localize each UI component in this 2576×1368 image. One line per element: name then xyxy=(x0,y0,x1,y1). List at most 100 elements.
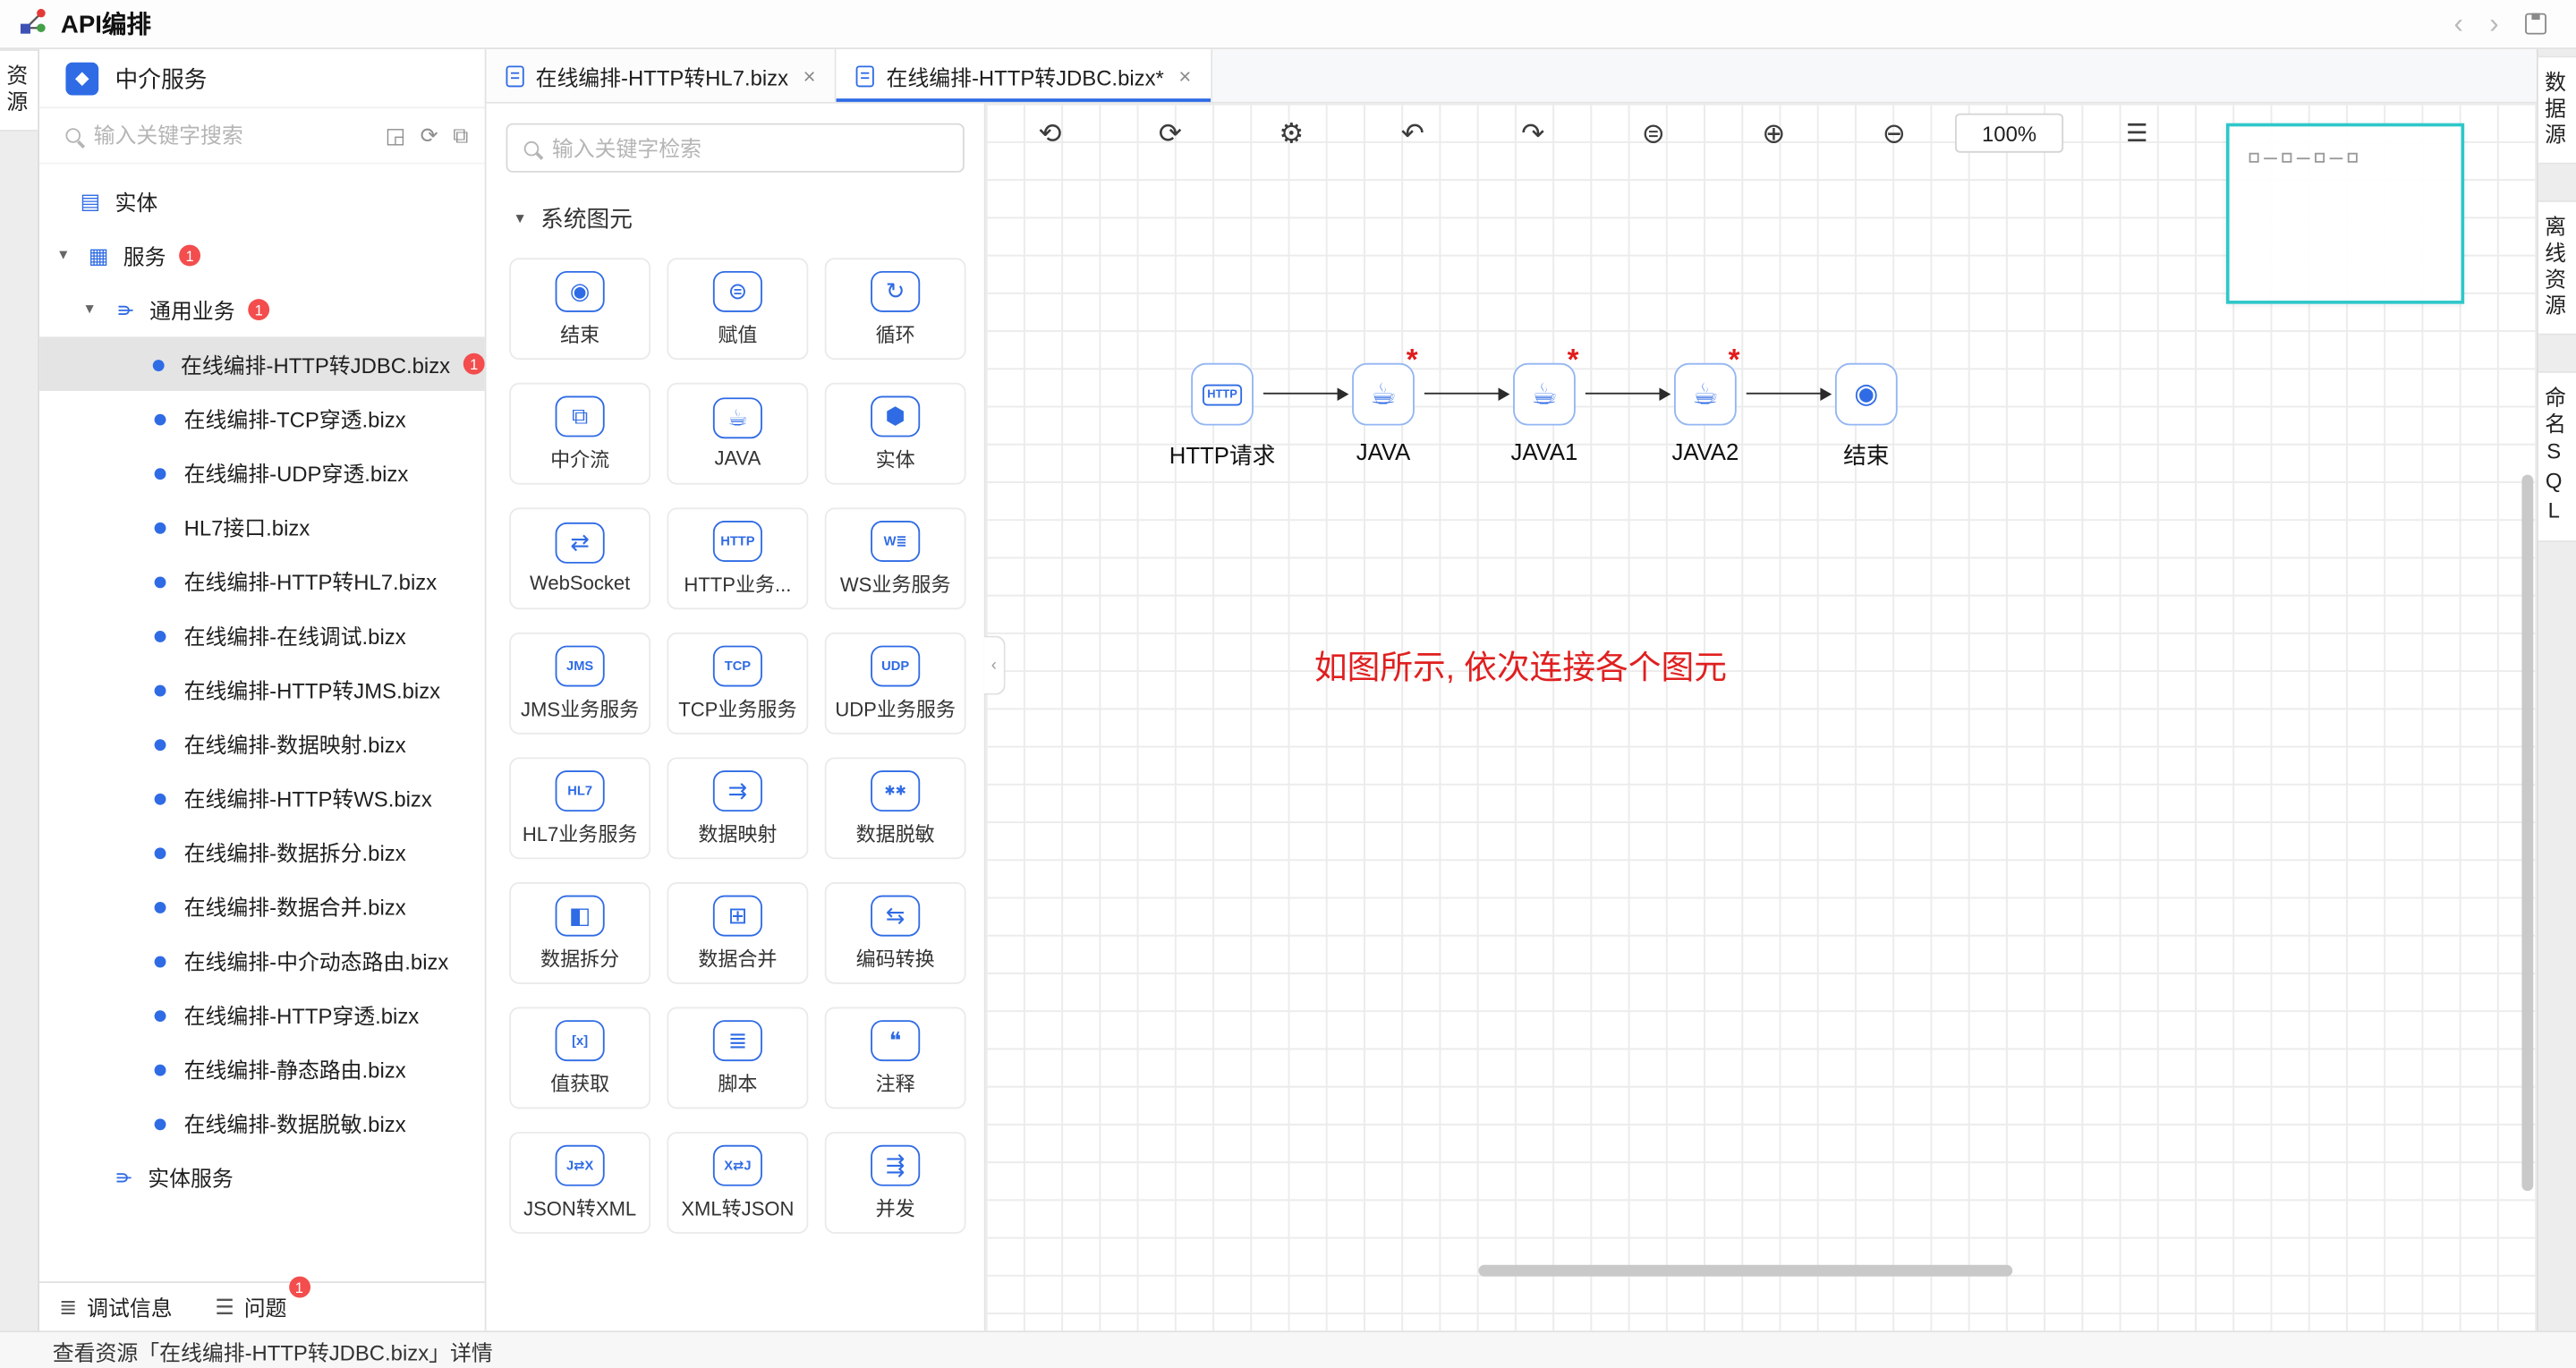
locate-file-icon[interactable]: ◲ xyxy=(386,123,406,149)
tree-item[interactable]: 在线编排-静态路由.bizx xyxy=(39,1041,485,1096)
flow-node-icon: ◉ xyxy=(1854,378,1878,411)
palette-section-header[interactable]: ▾ 系统图元 xyxy=(506,195,965,258)
flow-node[interactable]: ☕ * JAVA2 xyxy=(1674,363,1737,426)
auto-format-icon[interactable]: ⊜ xyxy=(1642,119,1665,147)
tree-item-label: 在线编排-数据映射.bizx xyxy=(184,727,406,759)
flow-diagram: HTTP HTTP请求 ☕ * xyxy=(1191,363,1996,426)
status-text: 查看资源「在线编排-HTTP转JDBC.bizx」详情 xyxy=(53,1335,493,1366)
sidebar-search-input[interactable] xyxy=(94,123,372,149)
refresh-icon[interactable]: ⟳ xyxy=(421,123,438,149)
rail-tab-offline-resources[interactable]: 离线资源 xyxy=(2538,200,2576,336)
tree-item[interactable]: 在线编排-HTTP转WS.bizx xyxy=(39,770,485,825)
tree-item[interactable]: 在线编排-数据合并.bizx xyxy=(39,879,485,933)
palette-item[interactable]: ◧ 数据拆分 xyxy=(509,882,650,984)
tree-item[interactable]: 在线编排-数据拆分.bizx xyxy=(39,825,485,879)
palette-item[interactable]: J⇄X JSON转XML xyxy=(509,1132,650,1234)
flow-node-box: ◉ xyxy=(1835,363,1898,426)
palette-item-label: TCP业务服务 xyxy=(678,694,796,722)
palette-item-label: JMS业务服务 xyxy=(521,694,639,722)
palette-item[interactable]: W≣ WS业务服务 xyxy=(825,507,966,609)
minimap-node xyxy=(2282,153,2291,163)
palette-search-input[interactable] xyxy=(552,135,947,160)
palette-item[interactable]: ⇄ WebSocket xyxy=(509,507,650,609)
debug-info-tab[interactable]: ≣ 调试信息 xyxy=(59,1291,173,1322)
flow-node[interactable]: ☕ * JAVA1 xyxy=(1513,363,1576,426)
tree-expand-icon[interactable]: ▾ xyxy=(53,246,74,264)
palette-item[interactable]: ⊞ 数据合并 xyxy=(667,882,808,984)
palette-item[interactable]: ⧉ 中介流 xyxy=(509,383,650,485)
palette-item[interactable]: ✱✱ 数据脱敏 xyxy=(825,757,966,859)
flow-node[interactable]: ☕ * JAVA xyxy=(1352,363,1415,426)
minimap-node xyxy=(2315,153,2325,163)
tree-item[interactable]: 在线编排-在线调试.bizx xyxy=(39,608,485,662)
palette-item[interactable]: ⇆ 编码转换 xyxy=(825,882,966,984)
palette-item[interactable]: ☕ JAVA xyxy=(667,383,808,485)
nav-forward-icon[interactable]: › xyxy=(2489,10,2498,38)
flow-node[interactable]: HTTP HTTP请求 xyxy=(1191,363,1254,426)
vertical-scrollbar[interactable] xyxy=(2521,475,2533,1192)
editor-tab[interactable]: 在线编排-HTTP转JDBC.bizx* × xyxy=(837,49,1212,102)
palette-item[interactable]: HTTP HTTP业务... xyxy=(667,507,808,609)
rail-tab-resources[interactable]: 资源 xyxy=(0,49,38,132)
palette-item-label: 数据脱敏 xyxy=(856,819,935,846)
tree-item[interactable]: 实体服务 xyxy=(39,1150,485,1204)
flow-canvas[interactable]: ⟲ ⟳ ⚙ ↶ ↷ ⊜ ⊕ ⊖ 100% ☰ xyxy=(986,104,2537,1331)
palette-search xyxy=(506,123,965,173)
run-flow-icon[interactable]: ⟳ xyxy=(1159,119,1182,147)
problems-tab[interactable]: ☰ 问题 1 xyxy=(215,1291,286,1322)
save-icon[interactable] xyxy=(2525,13,2546,35)
flow-node[interactable]: ◉ 结束 xyxy=(1835,363,1898,426)
canvas-menu-icon[interactable]: ☰ xyxy=(2126,118,2148,148)
palette-item[interactable]: HL7 HL7业务服务 xyxy=(509,757,650,859)
zoom-in-icon[interactable]: ⊕ xyxy=(1762,119,1785,147)
undo-icon[interactable]: ↶ xyxy=(1401,119,1424,147)
zoom-level-indicator[interactable]: 100% xyxy=(1955,114,2063,153)
tree-item[interactable]: 在线编排-HTTP转HL7.bizx xyxy=(39,554,485,608)
palette-item[interactable]: ⇉ 数据映射 xyxy=(667,757,808,859)
rail-tab-datasource[interactable]: 数据源 xyxy=(2538,55,2576,164)
palette-item[interactable]: ⇶ 并发 xyxy=(825,1132,966,1234)
tree-expand-icon[interactable]: ▾ xyxy=(79,301,100,319)
canvas-annotation: 如图所示, 依次连接各个图元 xyxy=(1314,641,1727,688)
palette-item[interactable]: ❝ 注释 xyxy=(825,1007,966,1109)
close-icon[interactable]: × xyxy=(1178,64,1191,89)
editor-tab[interactable]: 在线编排-HTTP转HL7.bizx × xyxy=(486,49,837,102)
palette-item-label: 数据合并 xyxy=(698,944,777,972)
close-icon[interactable]: × xyxy=(803,64,816,89)
rail-tab-named-sql[interactable]: 命名SQL xyxy=(2538,371,2576,542)
palette-item[interactable]: [x] 值获取 xyxy=(509,1007,650,1109)
tree-item[interactable]: 在线编排-HTTP穿透.bizx xyxy=(39,987,485,1041)
collapse-all-icon[interactable]: ⧉ xyxy=(453,123,468,149)
palette-item[interactable]: JMS JMS业务服务 xyxy=(509,633,650,735)
tree-item[interactable]: HL7接口.bizx xyxy=(39,499,485,554)
palette-collapse-handle[interactable]: ‹ xyxy=(984,636,1006,695)
tree-item[interactable]: ▾ 服务 1 xyxy=(39,228,485,283)
tree-item[interactable]: 在线编排-HTTP转JMS.bizx xyxy=(39,662,485,717)
debug-flow-icon[interactable]: ⚙ xyxy=(1279,119,1304,147)
tree-item[interactable]: 实体 xyxy=(39,174,485,229)
tree-item[interactable]: 在线编排-HTTP转JDBC.bizx 1 xyxy=(39,336,485,391)
tree-item[interactable]: 在线编排-TCP穿透.bizx xyxy=(39,391,485,446)
palette-item[interactable]: ↻ 循环 xyxy=(825,258,966,360)
palette-item[interactable]: ⊜ 赋值 xyxy=(667,258,808,360)
tree-item-icon xyxy=(145,460,174,485)
redo-icon[interactable]: ↷ xyxy=(1521,119,1544,147)
horizontal-scrollbar[interactable] xyxy=(1478,1265,2012,1277)
nav-back-icon[interactable]: ‹ xyxy=(2454,10,2463,38)
zoom-out-icon[interactable]: ⊖ xyxy=(1883,119,1906,147)
palette-item[interactable]: ≣ 脚本 xyxy=(667,1007,808,1109)
palette-item[interactable]: X⇄J XML转JSON xyxy=(667,1132,808,1234)
palette-item[interactable]: ◉ 结束 xyxy=(509,258,650,360)
validate-flow-icon[interactable]: ⟲ xyxy=(1038,119,1061,147)
tree-item[interactable]: 在线编排-数据脱敏.bizx xyxy=(39,1096,485,1151)
palette-item-icon: X⇄J xyxy=(713,1144,762,1185)
palette-item-icon: ⇆ xyxy=(871,895,920,936)
tree-item[interactable]: 在线编排-UDP穿透.bizx xyxy=(39,446,485,500)
tree-item[interactable]: 在线编排-数据映射.bizx xyxy=(39,717,485,771)
tree-item[interactable]: 在线编排-中介动态路由.bizx xyxy=(39,933,485,988)
palette-item[interactable]: TCP TCP业务服务 xyxy=(667,633,808,735)
palette-item[interactable]: ⬢ 实体 xyxy=(825,383,966,485)
palette-item[interactable]: UDP UDP业务服务 xyxy=(825,633,966,735)
tree-item[interactable]: ▾ 通用业务 1 xyxy=(39,283,485,337)
minimap[interactable] xyxy=(2226,123,2464,304)
